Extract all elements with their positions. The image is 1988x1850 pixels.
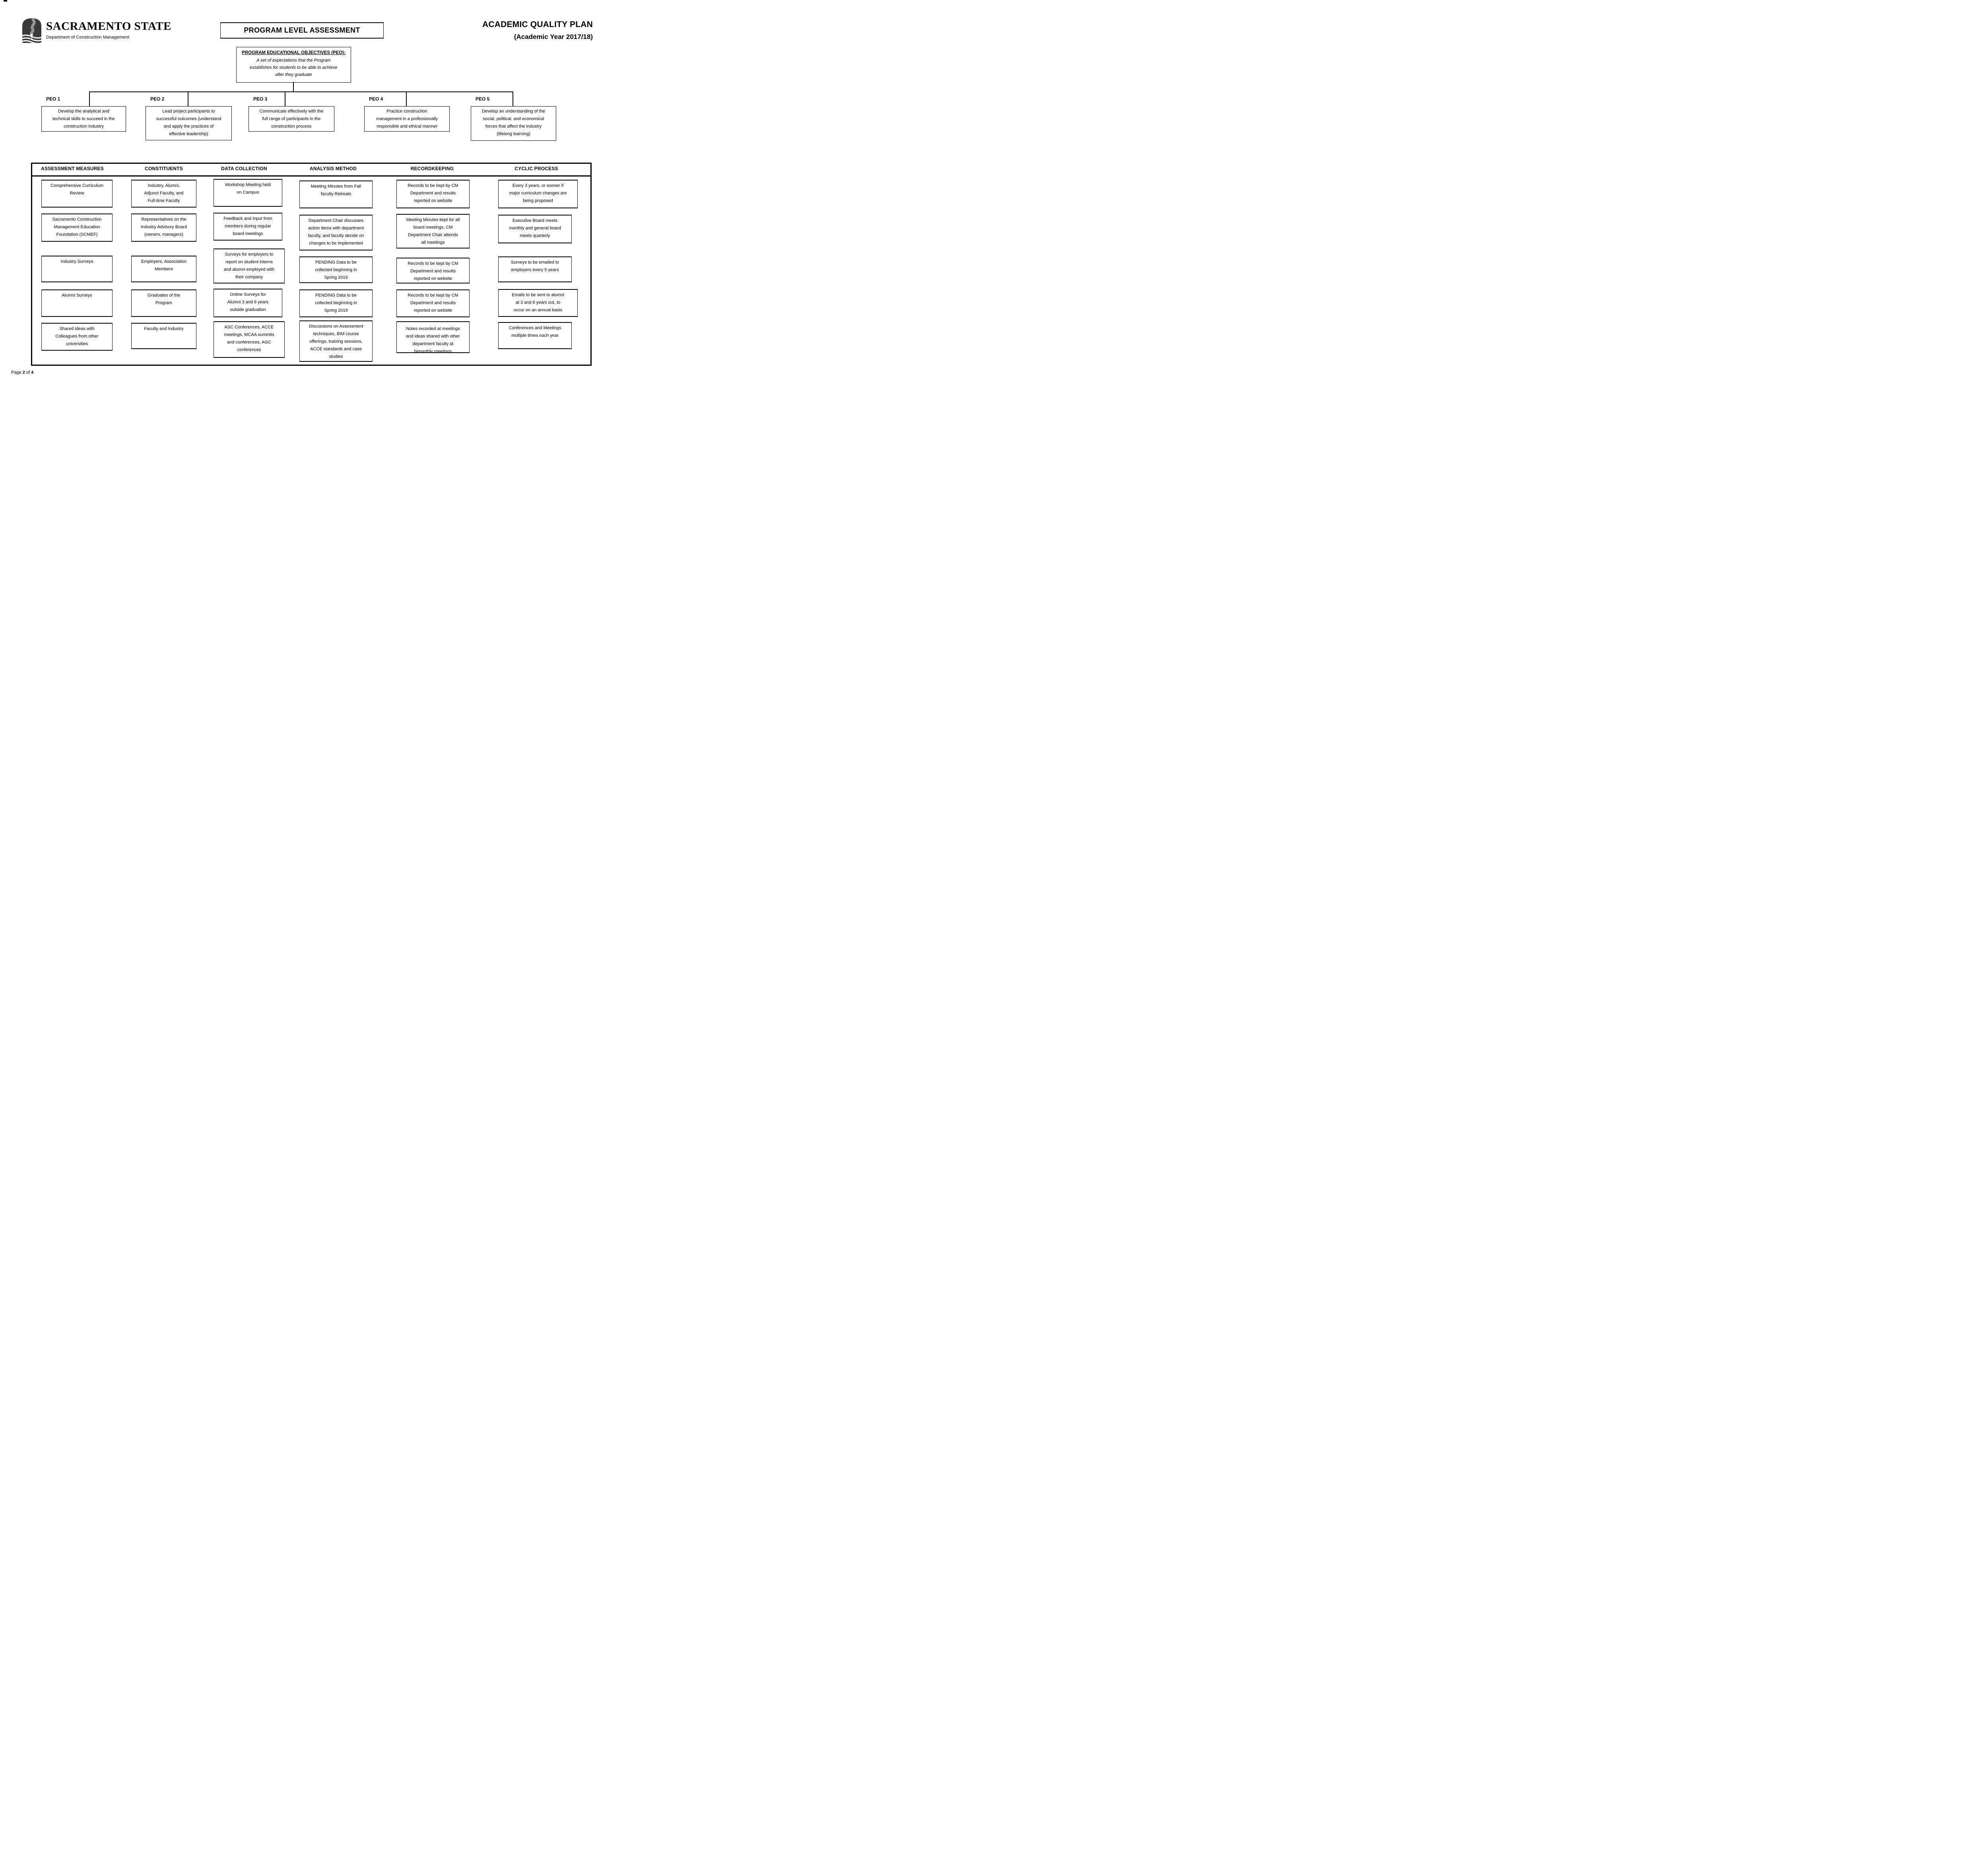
cell-r3-assessment: Industry Surveys	[41, 256, 113, 282]
plan-title-block: ACADEMIC QUALITY PLAN (Academic Year 201…	[398, 20, 593, 41]
assessment-table	[31, 163, 592, 366]
cell-r4-recordkeeping: Records to be kept by CM Department and …	[396, 289, 470, 317]
peo2-box: Lead project participants to successful …	[146, 106, 232, 140]
plan-title: ACADEMIC QUALITY PLAN	[482, 20, 593, 29]
cell-r2-cyclic: Executive Board meets monthly and genera…	[498, 215, 572, 243]
page-label: Page	[11, 370, 23, 375]
cell-r4-analysis: PENDING Data to be collected beginning i…	[299, 289, 373, 317]
page-edge-mark	[4, 0, 7, 2]
cell-r3-data-collection: Surveys for employers to report on stude…	[214, 248, 285, 283]
peo-overview-title: PROGRAM EDUCATIONAL OBJECTIVES (PEO):	[242, 50, 346, 55]
department-name: Department of Construction Management	[46, 35, 130, 40]
peo4-box: Practice construction management in a pr…	[364, 106, 450, 132]
column-header-data-collection: DATA COLLECTION	[221, 166, 267, 171]
cell-r4-constituents: Graduates of the Program	[131, 289, 196, 317]
peo-overview-description: A set of expectations that the Program e…	[250, 58, 338, 77]
cell-r1-analysis: Meeting Minutes from Fall faculty Retrea…	[299, 181, 373, 208]
cell-r2-constituents: Representatives on the Industry Advisory…	[131, 214, 196, 242]
peo3-box: Communicate effectively with the full ra…	[248, 106, 334, 132]
institution-name: SACRAMENTO STATE	[46, 20, 171, 33]
column-header-assessment-measures: ASSESSMENT MEASURES	[41, 166, 104, 171]
cell-r3-analysis: PENDING Data to be collected beginning i…	[299, 256, 373, 283]
connector-drop-peo4	[406, 91, 407, 106]
page-number: 2	[22, 370, 25, 375]
connector-stem	[293, 82, 294, 91]
cell-r1-data-collection: Workshop Meeting held on Campus	[214, 179, 282, 207]
cell-r4-assessment: Alumni Surveys	[41, 289, 113, 317]
cell-r5-cyclic: Conferences and Meetings multiple times …	[498, 322, 572, 349]
plan-subtitle: (Academic Year 2017/18)	[514, 33, 593, 41]
page-total: 4	[31, 370, 34, 375]
of-label: of	[25, 370, 31, 375]
peo1-box: Develop the analytical and technical ski…	[41, 106, 126, 132]
cell-r1-recordkeeping: Records to be kept by CM Department and …	[396, 180, 470, 208]
logo-wordmark: SACRAMENTO STATE Department of Construct…	[46, 20, 171, 40]
page-title: PROGRAM LEVEL ASSESSMENT	[220, 22, 384, 39]
cell-r2-analysis: Department Chair discusses action items …	[299, 215, 373, 250]
cell-r5-data-collection: ASC Conferences, ACCE meetings, MCAA sum…	[214, 321, 285, 358]
cell-r5-assessment: Shared Ideas with Colleagues from other …	[41, 323, 113, 351]
cell-r4-cyclic: Emails to be sent to alumni at 3 and 6 y…	[498, 289, 578, 317]
cell-r1-assessment: Comprehensive Curriculum Review	[41, 180, 113, 208]
cell-r5-recordkeeping: Notes recorded at meetings and ideas sha…	[396, 321, 470, 353]
column-header-constituents: CONSTITUENTS	[145, 166, 183, 171]
peo3-label: PEO 3	[253, 96, 268, 102]
connector-horizontal	[89, 91, 513, 92]
peo4-label: PEO 4	[369, 96, 383, 102]
peo1-label: PEO 1	[46, 96, 60, 102]
university-logo-icon	[19, 18, 44, 43]
cell-r2-assessment: Sacramento Construction Management Educa…	[41, 214, 113, 242]
column-header-analysis-method: ANALYSIS METHOD	[310, 166, 357, 171]
cell-r2-data-collection: Feedback and Input from members during r…	[214, 213, 282, 241]
cell-r3-recordkeeping: Records to be kept by CM Department and …	[396, 258, 470, 283]
document-page: SACRAMENTO STATE Department of Construct…	[0, 0, 614, 398]
header-divider	[31, 175, 592, 177]
cell-r5-analysis: Discussions on Assessment techniques, BI…	[299, 320, 373, 362]
cell-r1-constituents: Industry, Alumni, Adjunct Faculty, and F…	[131, 180, 196, 208]
peo2-label: PEO 2	[150, 96, 165, 102]
peo5-box: Develop an understanding of the social, …	[471, 106, 556, 141]
cell-r3-cyclic: Surveys to be emailed to employers every…	[498, 256, 572, 282]
cell-r2-recordkeeping: Meeting Minutes kept for all board meeti…	[396, 214, 470, 248]
column-header-recordkeeping: RECORDKEEPING	[410, 166, 454, 171]
connector-drop-peo1	[89, 91, 90, 106]
cell-r1-cyclic: Every 3 years, or sooner if major curric…	[498, 180, 578, 208]
peo-overview-box: PROGRAM EDUCATIONAL OBJECTIVES (PEO): A …	[236, 47, 351, 83]
cell-r3-constituents: Employers, Association Members	[131, 256, 196, 282]
column-header-cyclic-process: CYCLIC PROCESS	[514, 166, 558, 171]
cell-r4-data-collection: Online Surveys for Alumni 3 and 6 years …	[214, 289, 282, 317]
page-number-footer: Page 2 of 4	[11, 370, 33, 375]
peo5-label: PEO 5	[476, 96, 490, 102]
cell-r5-constituents: Faculty and Industry	[131, 323, 196, 349]
